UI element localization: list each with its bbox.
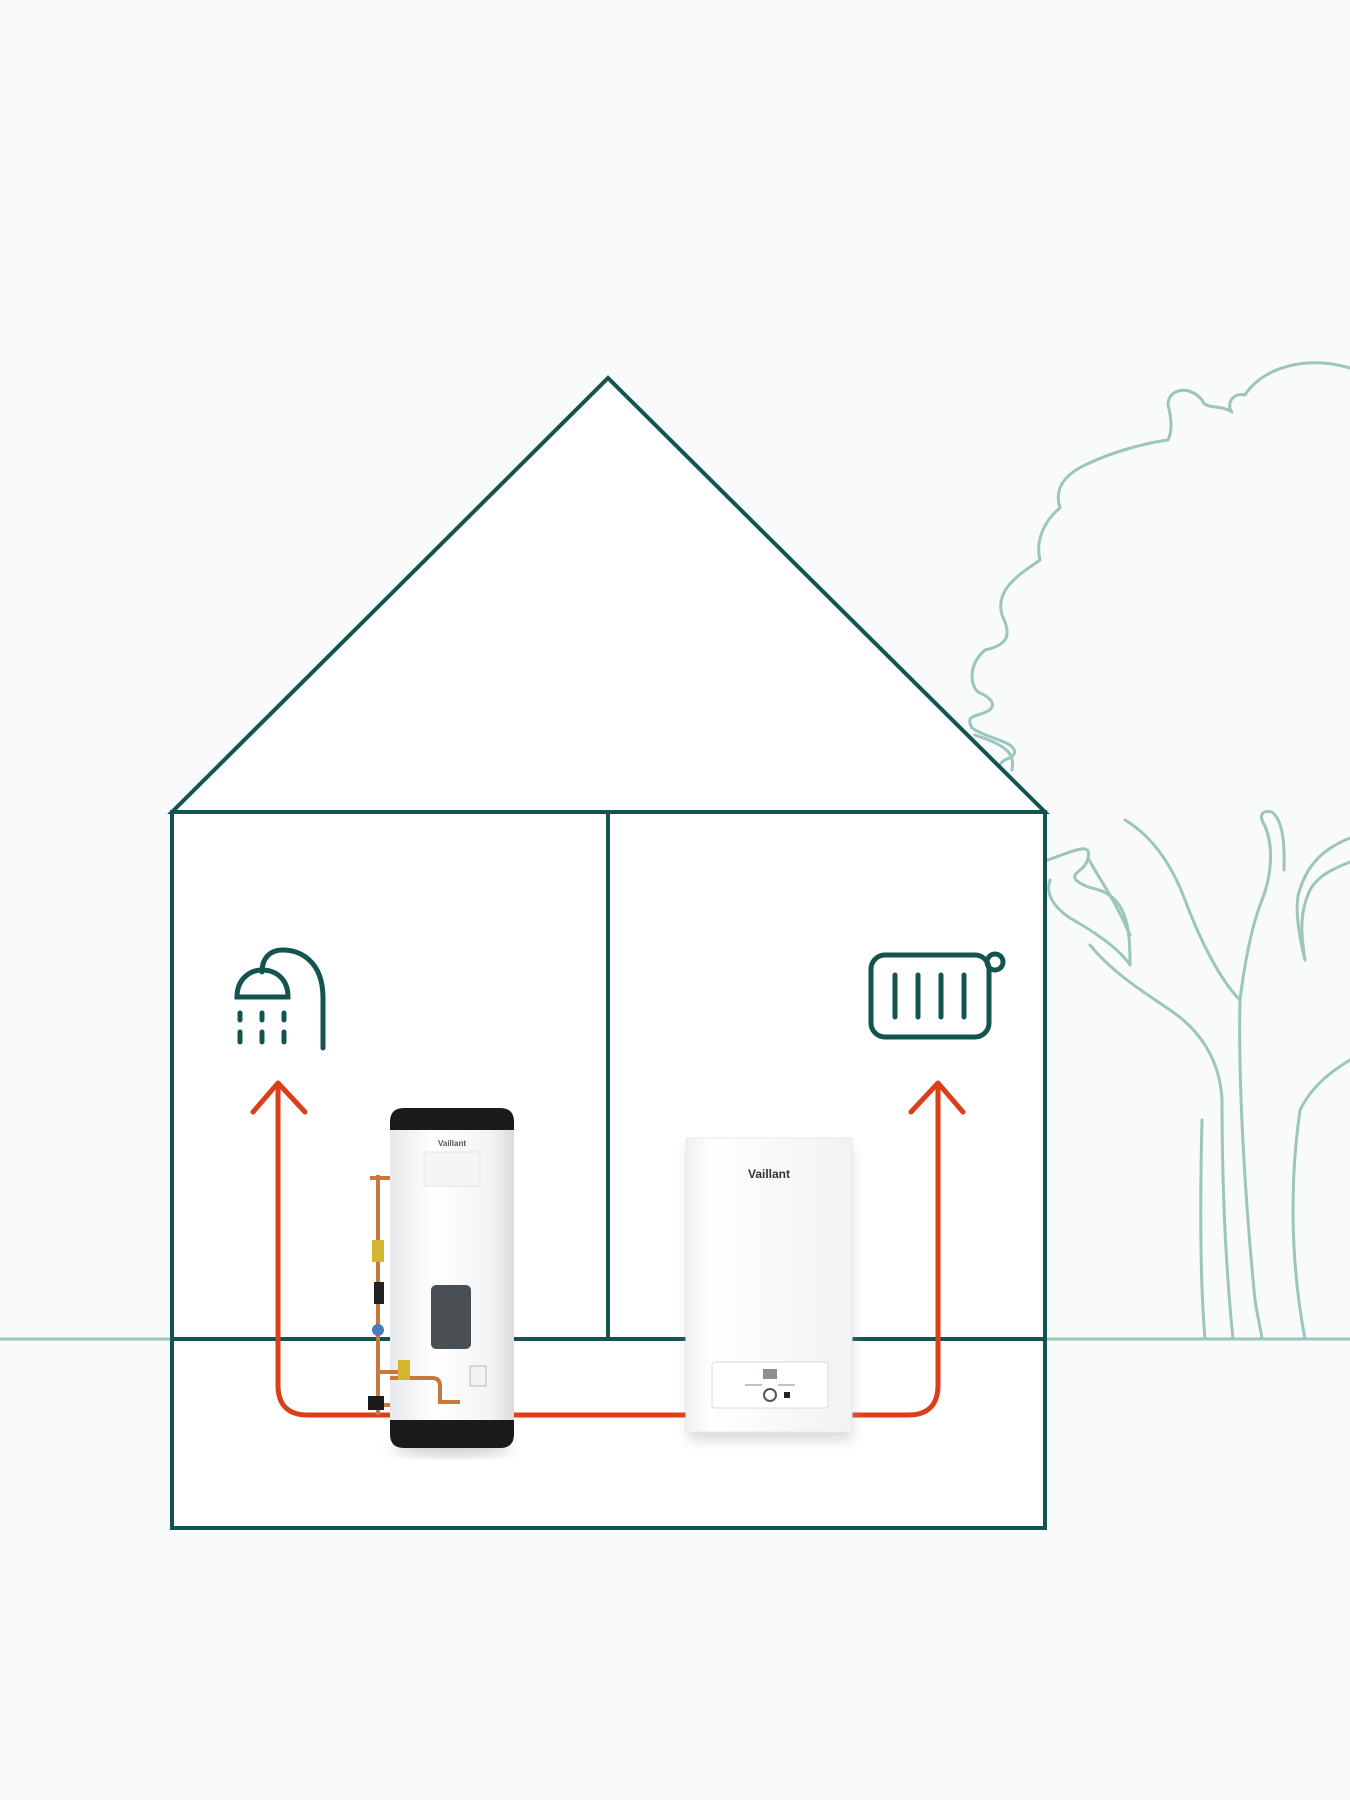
tree-icon — [968, 361, 1350, 1341]
shower-arrow-head — [250, 1080, 308, 1115]
boiler-control-panel — [711, 1361, 829, 1409]
flow-pipe-right — [847, 1082, 941, 1418]
cylinder-top-cap — [390, 1108, 514, 1130]
boiler-brand-label: Vaillant — [748, 1167, 790, 1181]
cylinder-panel — [431, 1285, 471, 1349]
boiler-dial — [763, 1388, 777, 1402]
hot-water-cylinder: Vaillant — [368, 1108, 514, 1456]
electric-boiler: Vaillant — [685, 1137, 853, 1440]
shower-icon — [234, 947, 326, 1051]
hot-water-flow — [250, 1080, 966, 1418]
flow-pipe — [275, 1082, 693, 1418]
cylinder-base — [390, 1420, 514, 1448]
cylinder-brand-label: Vaillant — [438, 1139, 466, 1148]
house-outline — [167, 375, 1050, 1530]
radiator-arrow-head — [908, 1080, 966, 1115]
radiator-icon — [868, 951, 1006, 1040]
